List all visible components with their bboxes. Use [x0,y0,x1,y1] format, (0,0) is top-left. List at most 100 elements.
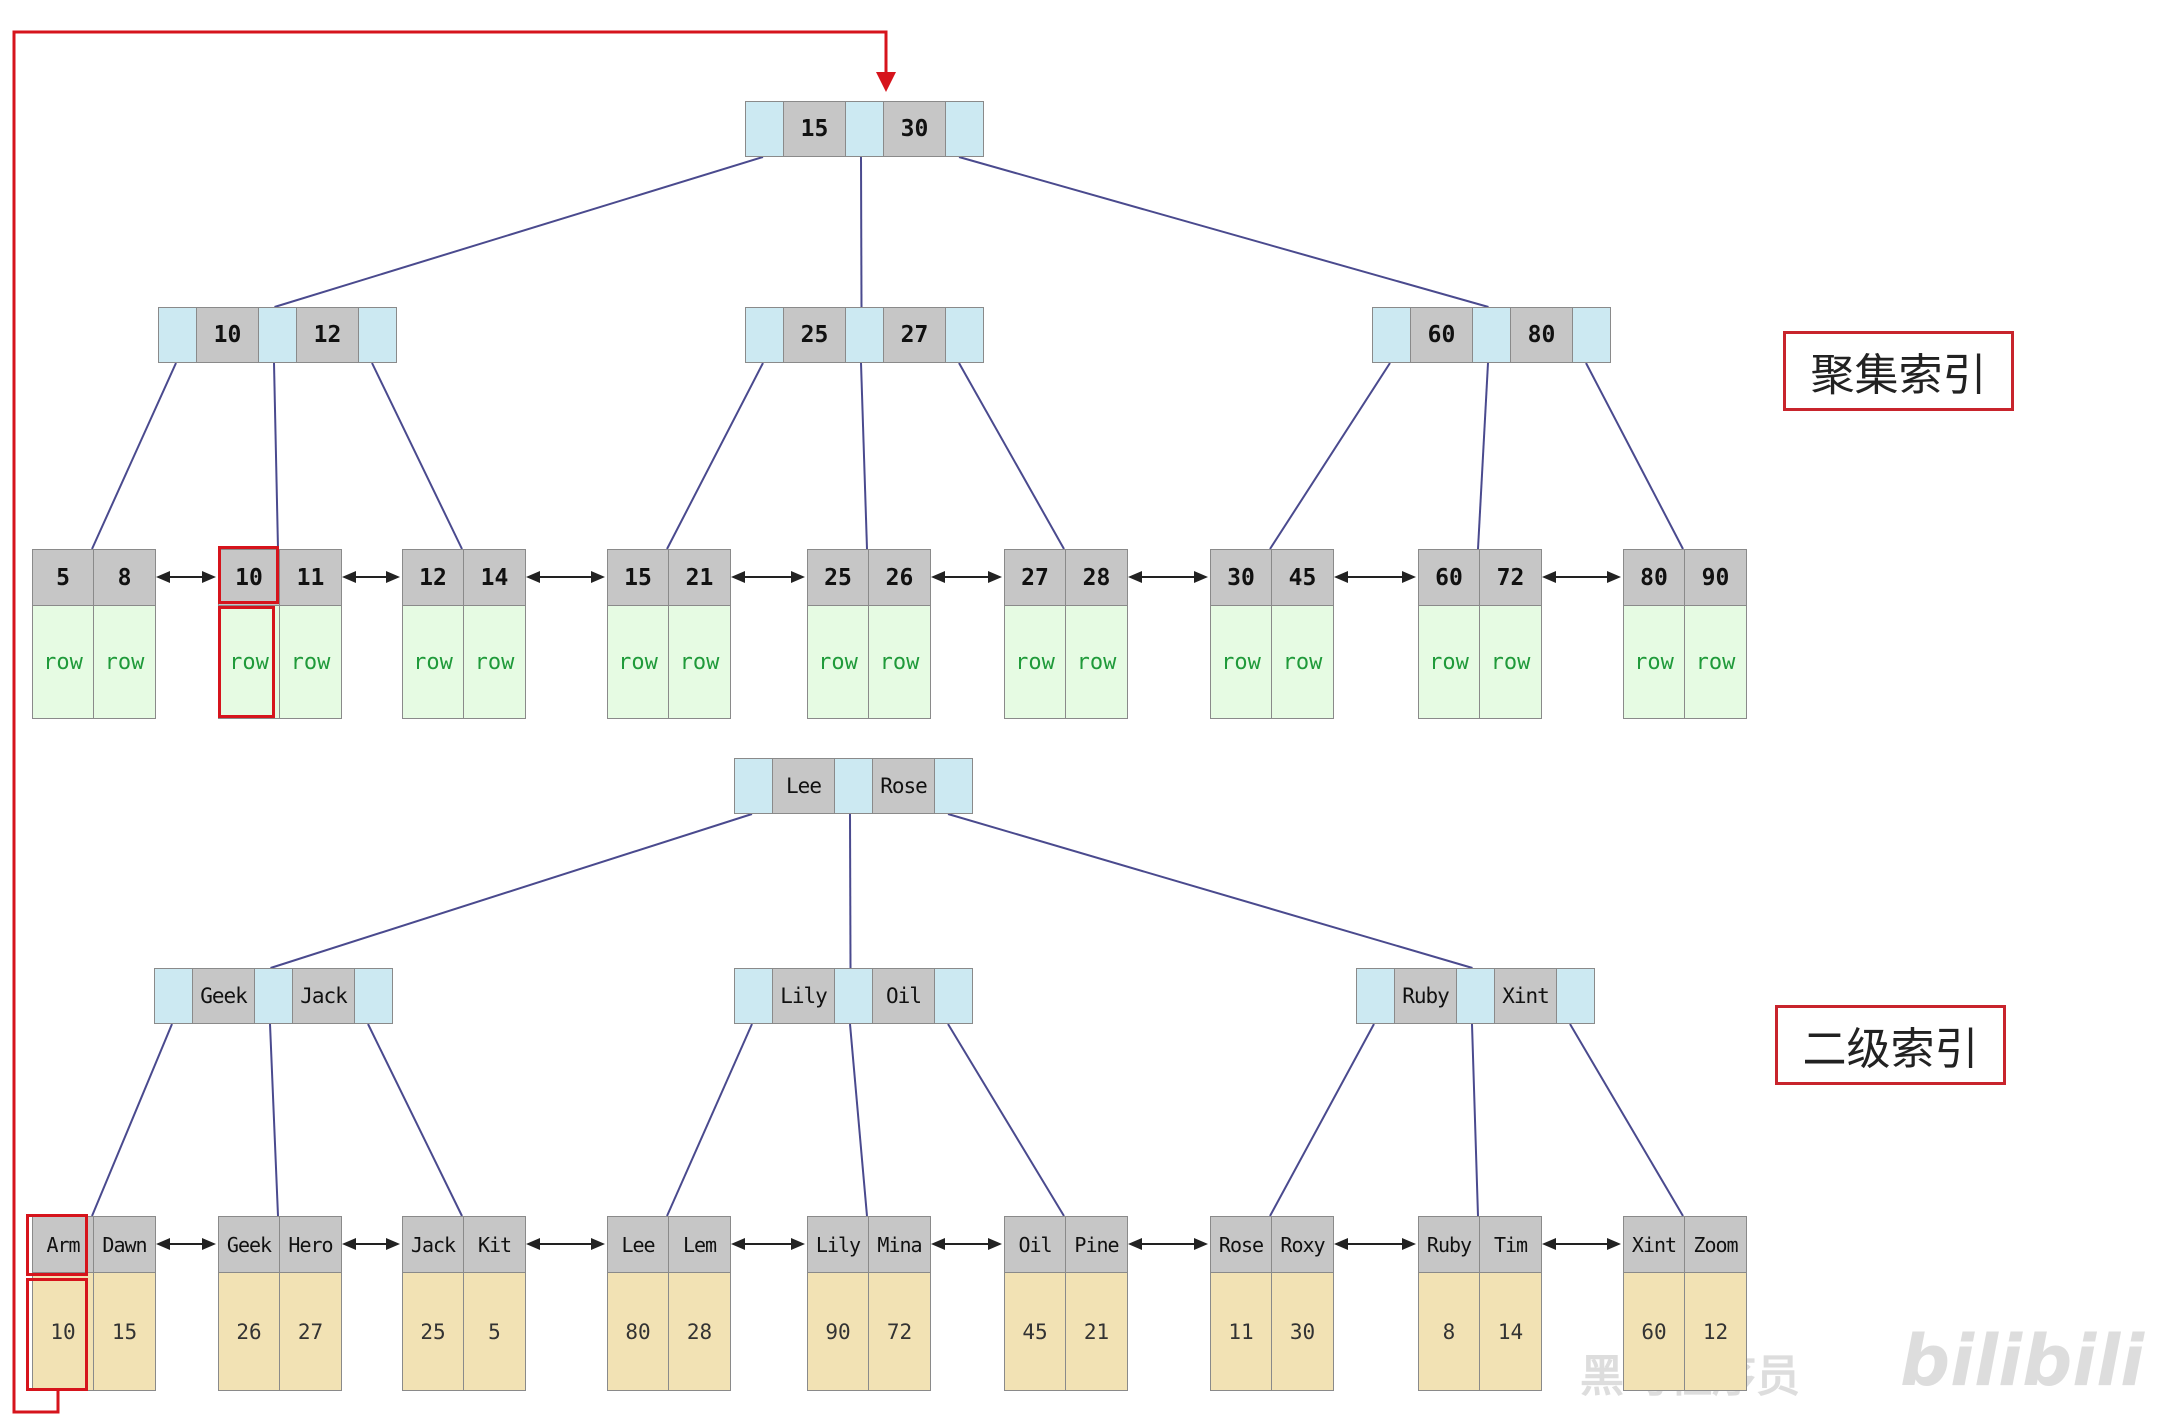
row-data: row [869,606,930,718]
node-key: 25 [784,308,846,362]
leaf-key: Lily [808,1217,868,1273]
leaf-key: 80 [1624,550,1684,606]
node-key: Geek [193,969,255,1023]
node-key: 60 [1411,308,1473,362]
clustered-index-label: 聚集索引 [1783,331,2014,411]
row-data: row [1685,606,1746,718]
tree-edge [1269,1023,1375,1217]
tree-edge [371,362,463,550]
arrow-head [731,1238,745,1250]
tree-edge [947,813,1473,969]
leaf-key: 27 [1005,550,1065,606]
leaf-key: Dawn [94,1217,155,1273]
primary-key-value: 21 [1066,1273,1127,1390]
leaf-key: Tim [1480,1217,1541,1273]
arrow-head [156,571,170,583]
leaf-key: Geek [219,1217,279,1273]
tree-edge [958,362,1065,550]
pointer-cell [735,969,773,1023]
row-data: row [1480,606,1541,718]
pointer-cell [935,759,972,813]
arrow-head [1128,571,1142,583]
leaf-key: Rose [1211,1217,1271,1273]
row-data: row [1005,606,1065,718]
leaf-key: 28 [1066,550,1127,606]
leaf-key: Jack [403,1217,463,1273]
node-key: 15 [784,102,846,156]
arrow-head [591,571,605,583]
pointer-cell [159,308,197,362]
leaf-key: Hero [280,1217,341,1273]
primary-key-value: 80 [608,1273,668,1390]
leaf-key: 5 [33,550,93,606]
arrow-head [1542,571,1556,583]
tree-edge [849,813,852,969]
arrow-head [731,571,745,583]
pointer-cell [1473,308,1511,362]
arrow-head [1334,1238,1348,1250]
tree-edge [91,362,177,550]
pointer-cell [359,308,396,362]
arrow-head [342,571,356,583]
tree-edge [274,156,764,308]
row-data: row [280,606,341,718]
pointer-cell [735,759,773,813]
pointer-cell [935,969,972,1023]
watermark-platform: bilibili [1900,1320,2145,1402]
pointer-cell [835,759,873,813]
primary-key-value: 27 [280,1273,341,1390]
arrow-head [988,1238,1002,1250]
primary-key-value: 11 [1211,1273,1271,1390]
row-data: row [403,606,463,718]
tree-edge [849,1023,868,1217]
pointer-cell [355,969,392,1023]
row-data: row [1272,606,1333,718]
arrow-head [591,1238,605,1250]
primary-key-value: 25 [403,1273,463,1390]
tree-edge [666,362,764,550]
primary-key-value: 90 [808,1273,868,1390]
primary-key-value: 5 [464,1273,525,1390]
tree-edge [273,362,279,550]
leaf-key: Mina [869,1217,930,1273]
leaf-key: Pine [1066,1217,1127,1273]
leaf-key: 72 [1480,550,1541,606]
row-data: row [608,606,668,718]
tree-edge [269,1023,279,1217]
primary-key-value: 28 [669,1273,730,1390]
leaf-key: 21 [669,550,730,606]
node-key: Lily [773,969,835,1023]
arrow-head [386,1238,400,1250]
leaf-key: 25 [808,550,868,606]
highlight-pk-10 [26,1278,88,1391]
tree-edge [666,1023,753,1217]
arrow-head [1607,1238,1621,1250]
